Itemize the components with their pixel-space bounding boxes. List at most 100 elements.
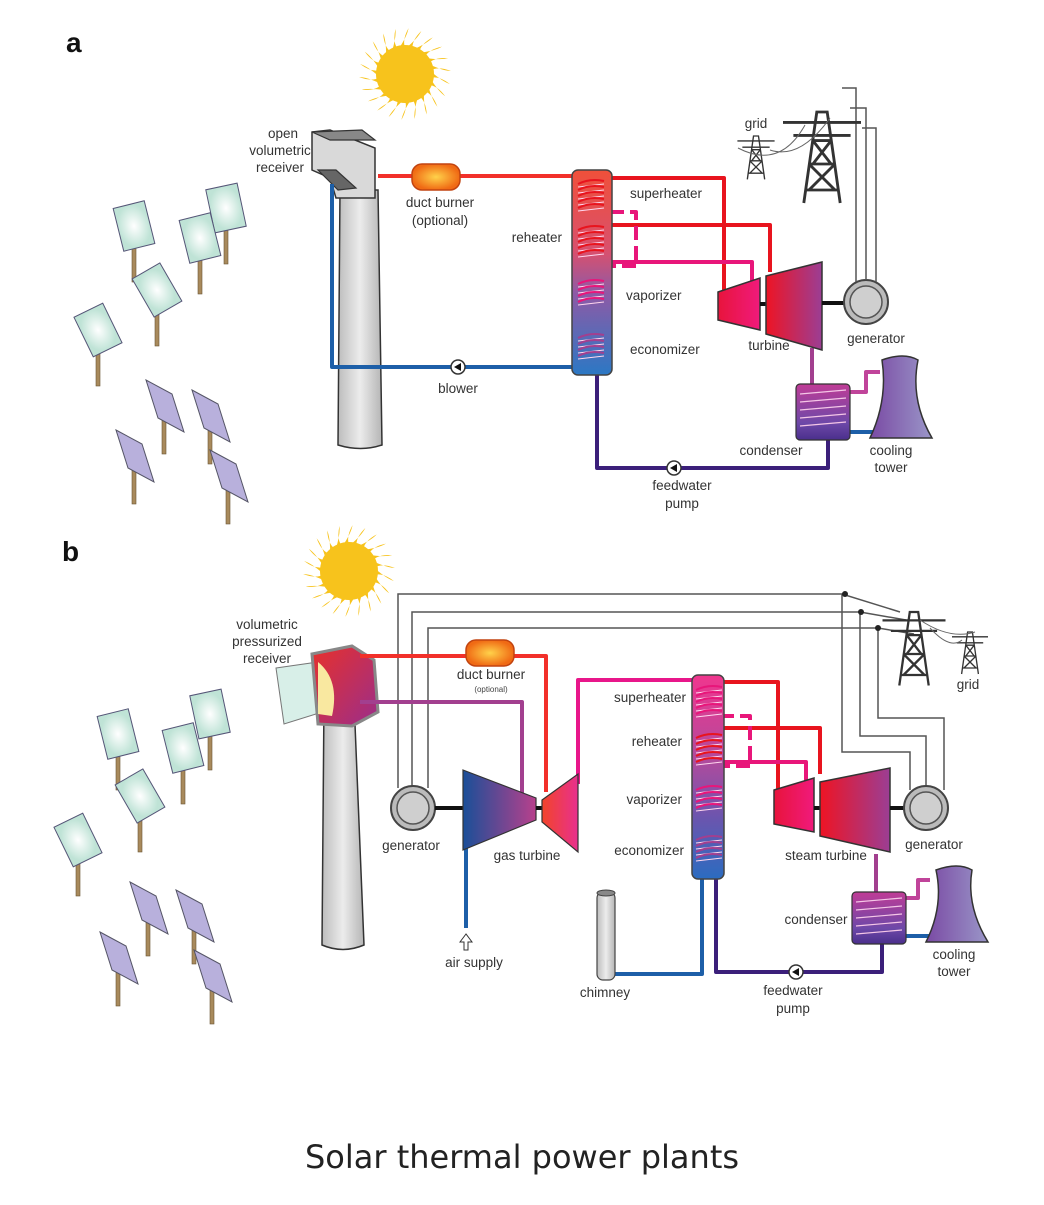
label-duct-burner: duct burner xyxy=(406,195,475,210)
heliostat-field xyxy=(53,688,233,1025)
heliostat-post xyxy=(131,469,137,505)
coil-turn xyxy=(577,291,605,297)
coil-turn xyxy=(577,191,605,197)
label-economizer: economizer xyxy=(614,843,684,858)
coil-turn xyxy=(695,685,723,691)
label-cooling: cooling xyxy=(870,443,913,458)
coil-turn xyxy=(695,797,723,803)
condenser-a xyxy=(795,383,851,441)
exhaust-pipe-b xyxy=(360,700,524,798)
label-duct-burner: duct burner xyxy=(457,667,526,682)
chimney-b xyxy=(596,889,616,981)
heliostat-panel xyxy=(115,428,155,484)
coil-turn xyxy=(695,757,723,763)
label-reheater: reheater xyxy=(512,230,563,245)
heat-recovery-steam-generator xyxy=(571,169,613,376)
heliostat xyxy=(112,200,156,283)
coil-highlight xyxy=(577,301,605,306)
coil-highlight xyxy=(695,807,723,812)
receiver-tower xyxy=(275,644,380,951)
coil-turn xyxy=(695,745,723,751)
label-condenser: condenser xyxy=(739,443,803,458)
heliostat xyxy=(193,948,233,1025)
label-superheater: superheater xyxy=(614,690,687,705)
pylon xyxy=(882,610,946,686)
panel-b: b xyxy=(53,525,990,1025)
coil-turn xyxy=(695,709,723,715)
panel-a-letter: a xyxy=(66,27,82,58)
coil-highlight xyxy=(577,355,605,360)
coil-highlight xyxy=(695,713,723,718)
coil-turn xyxy=(577,297,605,303)
steam-turbine-a xyxy=(717,261,846,351)
heliostat xyxy=(175,888,215,965)
condenser-b xyxy=(851,891,907,945)
grid-pylon-icon xyxy=(882,610,989,686)
heliostat-mirror xyxy=(96,708,140,760)
pylon-lattice xyxy=(783,110,861,204)
heliostat-post xyxy=(95,351,101,387)
steam-turbine-b xyxy=(773,767,904,853)
label-vaporizer: vaporizer xyxy=(626,288,682,303)
heliostat-mirror xyxy=(112,200,156,252)
coil-turn xyxy=(577,179,605,185)
coil-turn xyxy=(695,703,723,709)
grid-cables-a xyxy=(842,87,877,282)
label-receiver-line3: receiver xyxy=(256,160,305,175)
heliostat-mirror xyxy=(205,182,247,234)
coil-turn xyxy=(695,785,723,791)
blower-icon xyxy=(450,359,466,375)
heliostat-mirror xyxy=(73,302,123,358)
label-feedwater: feedwater xyxy=(763,983,823,998)
heliostat-post xyxy=(191,929,197,965)
duct-burner xyxy=(465,639,515,667)
heliostat xyxy=(96,708,140,791)
panel-b-letter: b xyxy=(62,536,79,567)
label-pump: pump xyxy=(665,496,699,511)
label-chimney: chimney xyxy=(580,985,631,1000)
coil-turn xyxy=(577,279,605,285)
pylon xyxy=(783,110,861,204)
cable-junction-dots xyxy=(842,591,881,631)
label-gas-turbine: gas turbine xyxy=(494,848,561,863)
heliostat xyxy=(115,428,155,505)
coil-turn xyxy=(695,791,723,797)
heliostat-post xyxy=(154,311,160,347)
generator-a xyxy=(843,279,889,325)
coil-turn xyxy=(577,243,605,249)
heliostat-post xyxy=(207,735,213,771)
label-grid: grid xyxy=(745,116,768,131)
heliostat xyxy=(205,182,247,265)
heliostat-post xyxy=(197,259,203,295)
heliostat xyxy=(53,812,103,897)
heliostat xyxy=(209,448,249,525)
label-receiver-line2: volumetric xyxy=(249,143,311,158)
coil-turn xyxy=(695,835,723,841)
heliostat xyxy=(189,688,231,771)
coil-turn xyxy=(577,197,605,203)
power-line xyxy=(737,117,831,156)
gas-exhaust-pipe-b xyxy=(576,678,700,784)
heliostat xyxy=(161,722,205,805)
coil-turn xyxy=(695,841,723,847)
label-feedwater: feedwater xyxy=(652,478,712,493)
coil-turn xyxy=(695,697,723,703)
heliostat-post xyxy=(145,921,151,957)
heliostat-post xyxy=(180,769,186,805)
label-receiver-line1: open xyxy=(268,126,298,141)
label-tower: tower xyxy=(874,460,908,475)
coil-turn xyxy=(577,345,605,351)
label-blower: blower xyxy=(438,381,478,396)
coil-turn xyxy=(695,847,723,853)
coil-turn xyxy=(577,225,605,231)
heliostat-panel xyxy=(99,930,139,986)
chimney-pipe-b xyxy=(612,872,704,976)
heliostat xyxy=(73,302,123,387)
heliostat-panel xyxy=(175,888,215,944)
label-generator: generator xyxy=(847,331,905,346)
heliostat-panel xyxy=(145,378,185,434)
heliostat-panel xyxy=(209,448,249,504)
heliostat-post xyxy=(75,861,81,897)
pylon-lattice xyxy=(737,135,775,180)
heliostat xyxy=(191,388,231,465)
